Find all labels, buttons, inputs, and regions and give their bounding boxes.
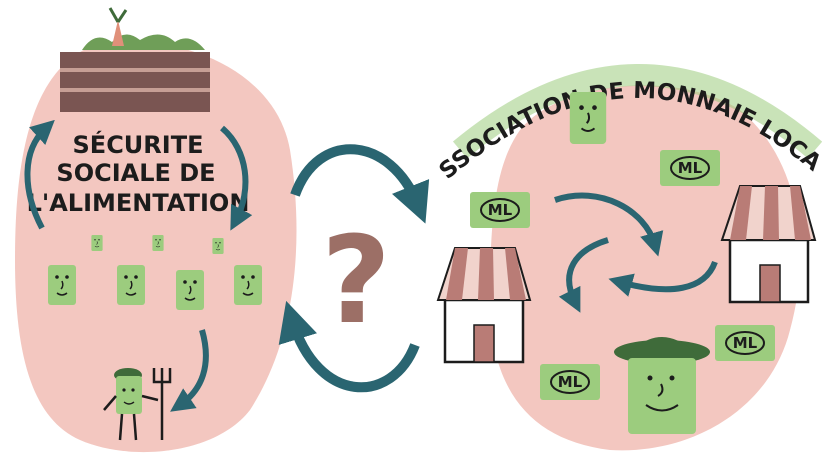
exchange-arrow bbox=[558, 237, 609, 313]
farmer-icon bbox=[103, 368, 172, 441]
center-arrow-bottom bbox=[278, 300, 420, 393]
left-section: SÉCURITE SOCIALE DE L'ALIMENTATION bbox=[15, 7, 297, 453]
left-arrow-to-farmer bbox=[170, 329, 209, 412]
ml-bill-icon: ML bbox=[659, 149, 721, 187]
shop-icon bbox=[436, 247, 532, 364]
ml-bill-label: ML bbox=[558, 373, 583, 391]
ml-bill-label: ML bbox=[488, 201, 513, 219]
farmer-note-icon bbox=[614, 337, 710, 434]
left-title-line1: SÉCURITE bbox=[73, 130, 204, 159]
exchange-arrow bbox=[554, 192, 664, 257]
left-title-line2: SOCIALE DE bbox=[56, 159, 215, 187]
ml-bill-icon: ML bbox=[714, 324, 776, 362]
exchange-arrow bbox=[608, 260, 718, 297]
shop-icon bbox=[720, 185, 817, 304]
center-arrow-top bbox=[290, 144, 430, 224]
ml-bill-label: ML bbox=[678, 159, 703, 177]
ml-bill-icon: ML bbox=[539, 363, 601, 401]
question-mark-icon: ? bbox=[321, 212, 391, 351]
left-cycle-arrow-down bbox=[219, 125, 253, 231]
title-arc-band bbox=[452, 64, 822, 159]
left-cycle-arrow-up bbox=[24, 119, 55, 230]
ml-bill-label: ML bbox=[733, 334, 758, 352]
vegetable-crate bbox=[60, 7, 210, 112]
left-title-line3: L'ALIMENTATION bbox=[27, 189, 250, 217]
ml-bill-icon: ML bbox=[469, 191, 531, 229]
smiling-note-icon bbox=[568, 91, 608, 145]
center-section: ? bbox=[278, 144, 430, 393]
